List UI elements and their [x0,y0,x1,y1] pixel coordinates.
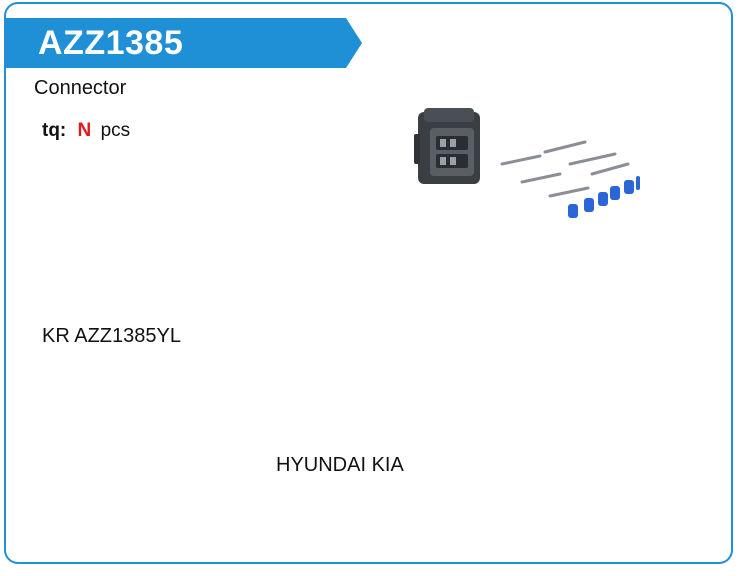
title-banner: AZZ1385 [6,18,362,68]
quantity-row: tq: N pcs [42,120,130,142]
blue-seals-icon [568,176,640,218]
quantity-unit: pcs [100,120,131,141]
quantity-label: tq: [42,120,67,141]
reference-code: KR AZZ1385YL [42,325,181,347]
product-card: AZZ1385 Connector tq: N pcs KR AZZ1385YL… [4,2,733,564]
quantity-value: N [77,120,92,141]
terminal-pins-icon [500,140,630,198]
part-number-title: AZZ1385 [38,24,184,62]
connector-housing-icon [414,108,480,184]
connector-kit-photo [414,108,640,218]
product-category: Connector [34,77,127,99]
brand-name: HYUNDAI KIA [276,454,404,476]
